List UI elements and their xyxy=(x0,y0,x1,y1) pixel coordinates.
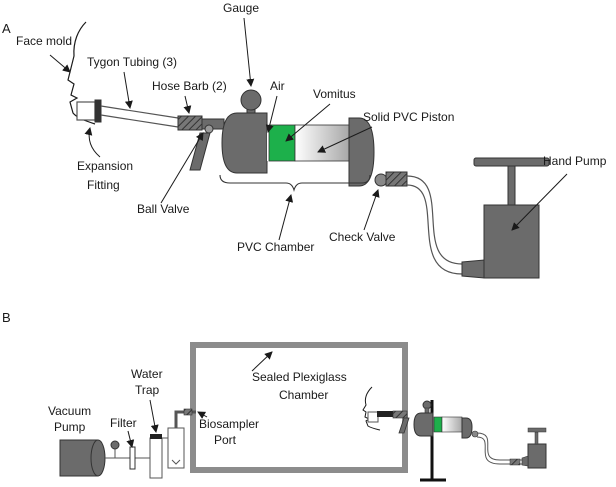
label-check-valve: Check Valve xyxy=(329,230,396,244)
label-water-trap-1: Water xyxy=(131,367,163,381)
hand-pump-handle xyxy=(473,157,550,167)
label-face-mold: Face mold xyxy=(16,34,72,48)
vomitus-region xyxy=(268,124,296,162)
check-valve xyxy=(374,173,388,187)
label-water-trap-2: Trap xyxy=(135,383,160,397)
hose-barb-left xyxy=(177,115,203,131)
label-hand-pump: Hand Pump xyxy=(543,154,607,168)
label-hose-barb: Hose Barb (2) xyxy=(152,79,227,93)
pvc-chamber-bracket xyxy=(219,174,371,192)
label-vacuum-pump-1: Vacuum xyxy=(48,404,91,418)
hand-pump-shaft xyxy=(507,163,516,206)
chamber-left-cap xyxy=(221,112,268,174)
sealed-plexiglass-chamber xyxy=(190,342,408,473)
panel-a-letter: A xyxy=(2,21,11,36)
label-biosampler-port-1: Biosampler xyxy=(199,417,259,431)
mini-chamber-left-cap xyxy=(413,412,434,437)
label-biosampler-port-2: Port xyxy=(214,433,237,447)
mini-face-mold xyxy=(362,386,381,431)
label-air: Air xyxy=(270,79,285,93)
filter xyxy=(129,446,136,470)
biosampler-body xyxy=(167,427,185,469)
expansion-fitting-body xyxy=(76,101,96,121)
air-region xyxy=(267,125,269,161)
hand-pump-nozzle xyxy=(461,259,485,279)
mini-chamber-right-cap xyxy=(461,417,473,439)
label-gauge: Gauge xyxy=(223,1,259,15)
label-vomitus: Vomitus xyxy=(313,87,356,101)
ball-valve-handle xyxy=(189,132,211,171)
label-expansion-fitting-2: Fitting xyxy=(87,178,120,192)
label-filter: Filter xyxy=(110,416,137,430)
label-tygon-tubing: Tygon Tubing (3) xyxy=(87,55,177,69)
expansion-fitting-collar xyxy=(94,99,102,123)
label-sealed-chamber-1: Sealed Plexiglass xyxy=(252,370,347,384)
tygon-tubing-2 xyxy=(406,175,463,265)
mini-hand-pump xyxy=(527,443,547,469)
label-vacuum-pump-2: Pump xyxy=(54,420,86,434)
label-ball-valve: Ball Valve xyxy=(137,202,190,216)
solid-pvc-piston xyxy=(294,124,350,162)
mini-piston xyxy=(441,416,463,433)
gauge-dial xyxy=(240,89,262,111)
hand-pump-body xyxy=(483,204,540,279)
vacuum-gauge xyxy=(110,440,120,450)
panel-b-letter: B xyxy=(2,310,11,325)
tygon-tubing-1 xyxy=(100,105,179,119)
water-trap xyxy=(149,437,163,479)
water-trap-cap xyxy=(150,434,162,439)
label-pvc-chamber: PVC Chamber xyxy=(237,240,314,254)
hose-barb-right xyxy=(385,171,408,187)
mini-vomitus xyxy=(433,416,443,433)
ball-valve-knob xyxy=(204,124,214,134)
label-expansion-fitting-1: Expansion xyxy=(77,159,133,173)
label-solid-pvc-piston: Solid PVC Piston xyxy=(363,110,454,124)
vacuum-pump-end xyxy=(90,439,106,477)
label-sealed-chamber-2: Chamber xyxy=(279,388,328,402)
